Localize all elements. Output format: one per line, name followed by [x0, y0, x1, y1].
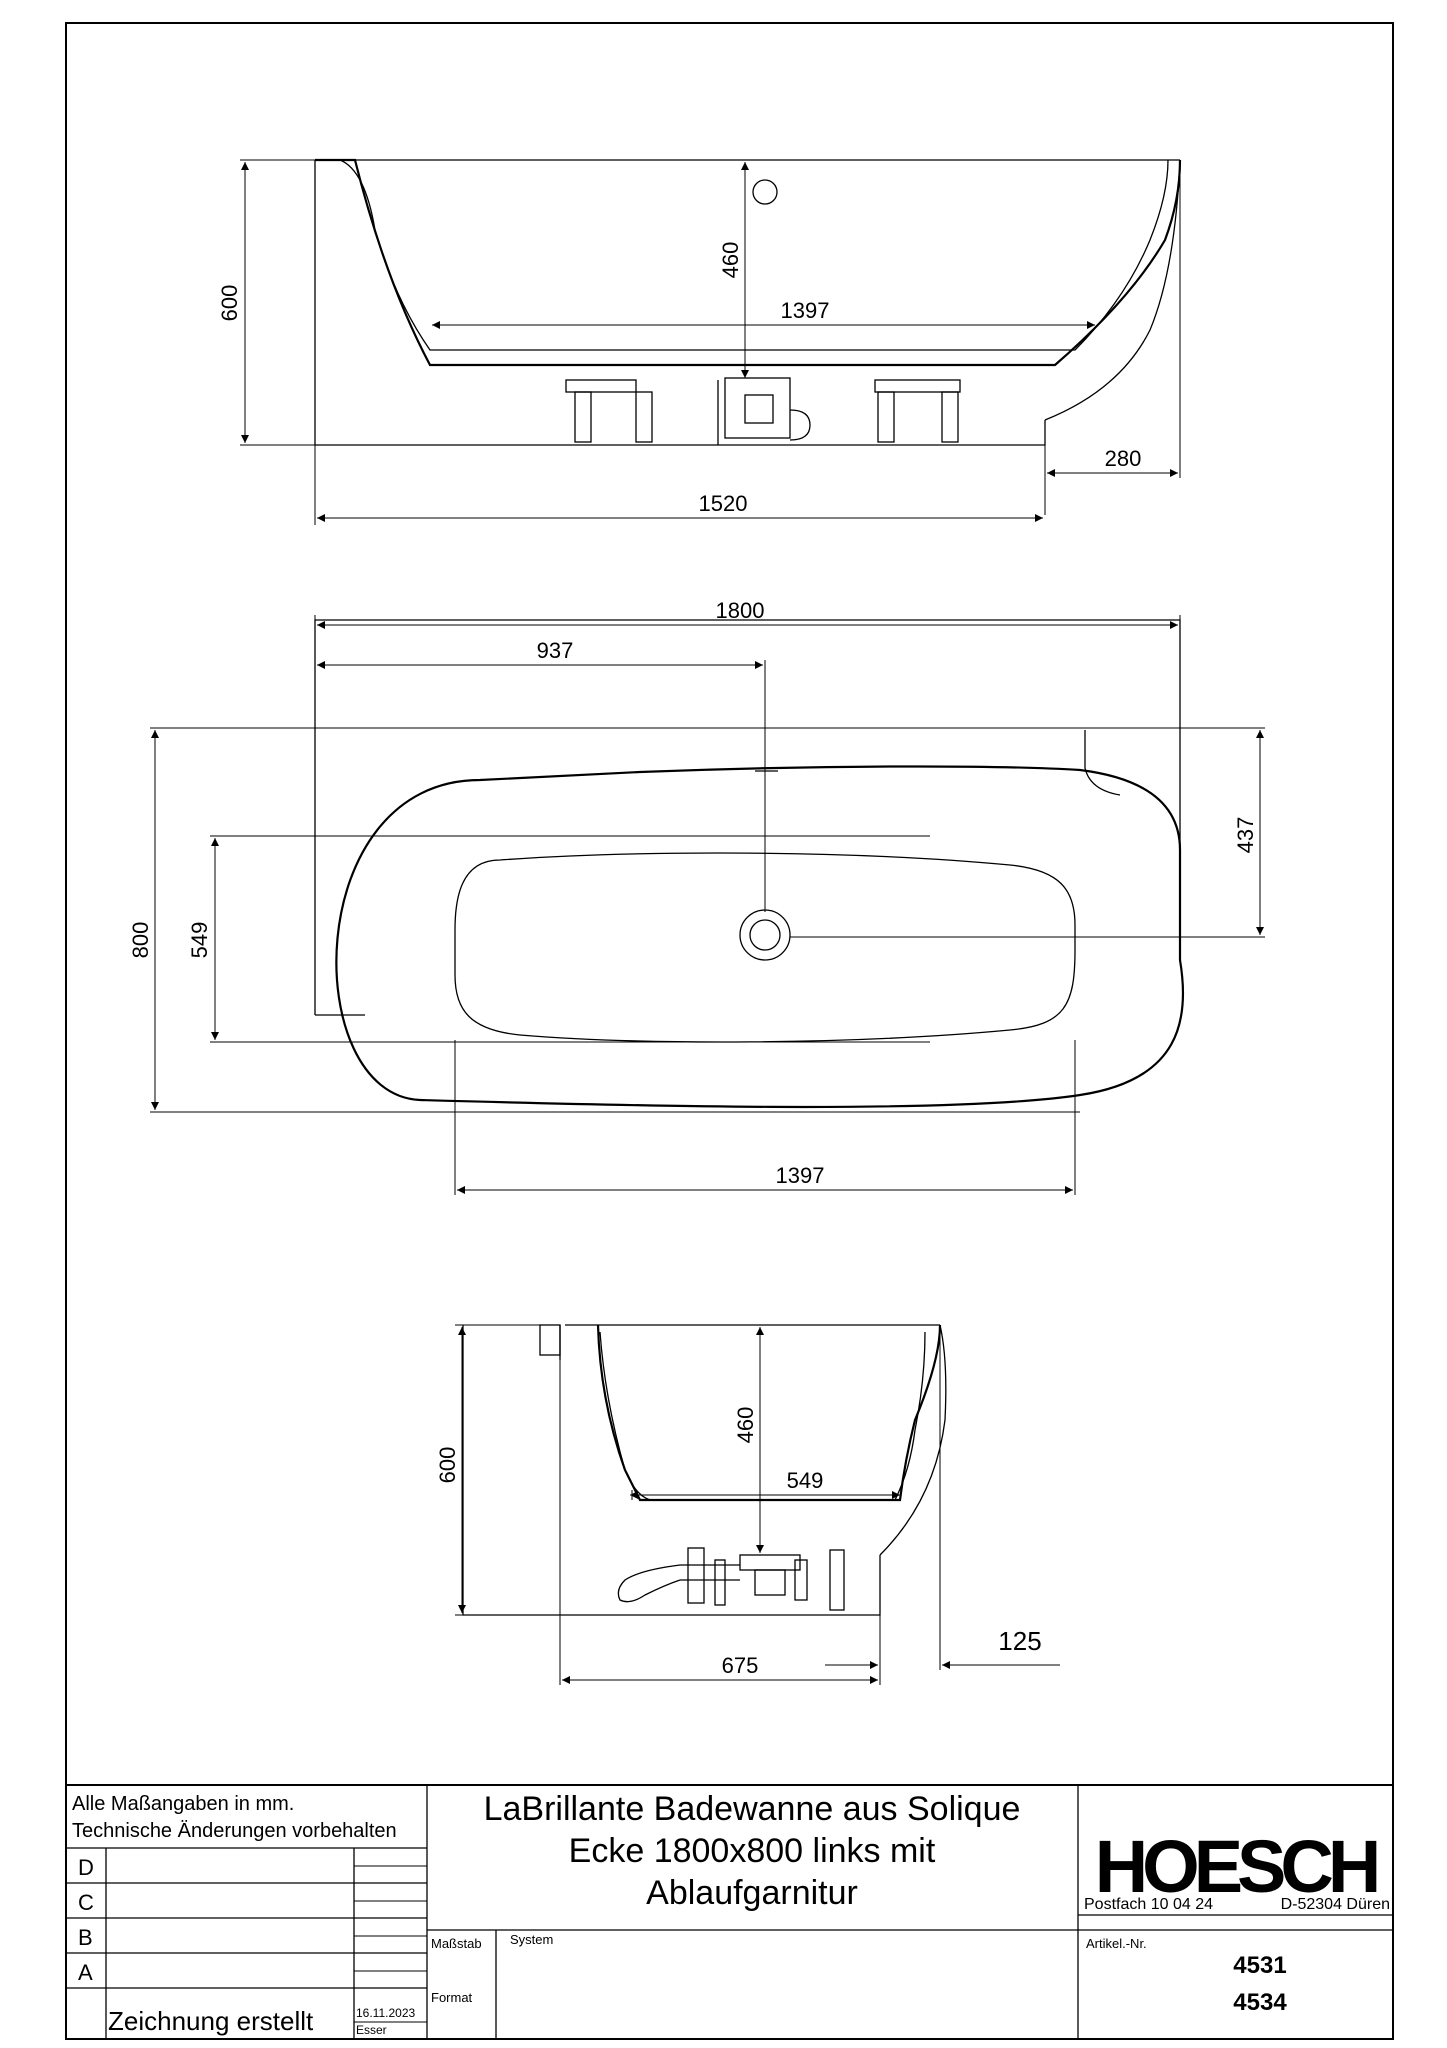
title-line-3: Ablaufgarnitur — [646, 1874, 858, 1912]
side-view-feet — [565, 379, 961, 443]
format-label: Format — [431, 1990, 473, 2005]
article-label: Artikel.-Nr. — [1086, 1936, 1147, 1951]
created-date: 16.11.2023 — [356, 2006, 415, 2020]
revision-a: A — [78, 1960, 93, 1985]
top-view-drain-y-label: 437 — [1233, 817, 1258, 854]
article-number-2: 4534 — [1233, 1989, 1287, 2016]
side-view-base-length-label: 1520 — [699, 491, 748, 516]
top-view-inner-length-label: 1397 — [776, 1163, 825, 1188]
side-view-depth-label: 460 — [718, 242, 743, 279]
top-view-length-label: 1800 — [716, 598, 765, 623]
top-view: 1800 937 800 549 437 1397 — [128, 598, 1265, 1195]
top-view-basin — [454, 852, 1076, 1043]
side-view-drain — [724, 377, 791, 439]
front-view: 600 460 549 675 125 — [435, 1324, 1060, 1685]
address-right: D-52304 Düren — [1281, 1896, 1390, 1913]
side-view-basin — [339, 159, 1169, 351]
top-view-drain-x-label: 937 — [537, 638, 574, 663]
title-block: Alle Maßangaben in mm. Technische Änderu… — [66, 1784, 1393, 2039]
drawing-frame — [65, 22, 1394, 2040]
side-view-height-label: 600 — [217, 285, 242, 322]
article-number-1: 4531 — [1233, 1952, 1286, 1979]
note-line-2: Technische Änderungen vorbehalten — [72, 1820, 397, 1842]
top-view-drain-icon — [739, 909, 791, 961]
front-view-overhang-label: 125 — [998, 1626, 1041, 1656]
front-view-base-width-label: 675 — [722, 1653, 759, 1678]
address-left: Postfach 10 04 24 — [1084, 1896, 1213, 1913]
note-line-1: Alle Maßangaben in mm. — [72, 1793, 294, 1815]
scale-label: Maßstab — [431, 1936, 482, 1951]
side-view-overhang-label: 280 — [1105, 446, 1142, 471]
title-line-1: LaBrillante Badewanne aus Solique — [484, 1790, 1021, 1828]
top-view-tub-outline — [335, 765, 1185, 1109]
side-view: 600 460 1397 280 1520 — [217, 158, 1182, 525]
hoesch-logo: HOESCH — [1095, 1825, 1377, 1908]
front-view-drain — [617, 1547, 845, 1611]
revision-c: C — [78, 1890, 94, 1915]
front-view-basin — [599, 1331, 926, 1501]
overflow-icon — [752, 179, 778, 205]
front-view-tub-outline — [596, 1324, 942, 1502]
revision-b: B — [78, 1925, 93, 1950]
side-view-tub-outline — [315, 158, 1182, 367]
side-view-inner-length-label: 1397 — [781, 298, 830, 323]
created-by: Esser — [356, 2023, 387, 2037]
front-view-height-label: 600 — [435, 1447, 460, 1484]
revision-d: D — [78, 1855, 94, 1880]
top-view-width-label: 800 — [128, 922, 153, 959]
created-label: Zeichnung erstellt — [108, 2006, 314, 2036]
top-view-inner-width-label: 549 — [187, 922, 212, 959]
system-label: System — [510, 1932, 553, 1947]
title-line-2: Ecke 1800x800 links mit — [569, 1832, 936, 1870]
front-view-inner-width-label: 549 — [787, 1468, 824, 1493]
front-view-depth-label: 460 — [733, 1407, 758, 1444]
